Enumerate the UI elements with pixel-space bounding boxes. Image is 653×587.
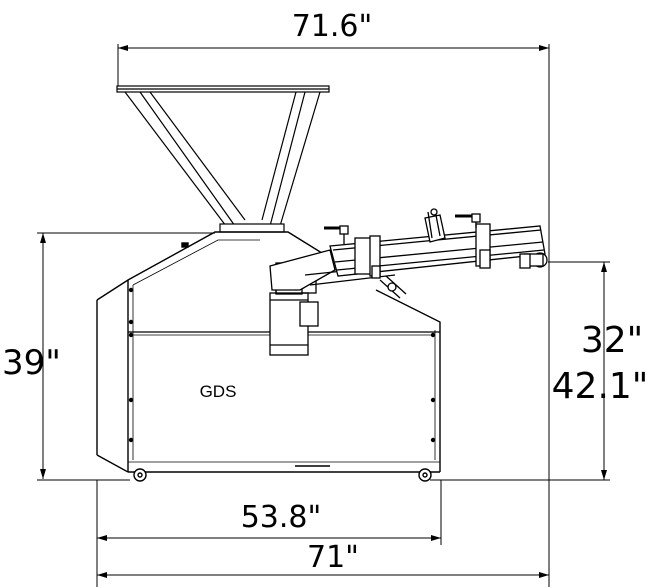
dim-base-width: 53.8" — [241, 500, 322, 535]
dim-overall-height: 42.1" — [552, 366, 649, 407]
hopper — [116, 85, 330, 233]
dim-conveyor-height: 32" — [581, 320, 643, 361]
dim-bottom-width: 71" — [307, 540, 359, 575]
dim-top-width: 71.6" — [292, 9, 373, 44]
machine-label: GDS — [200, 382, 237, 401]
dimension-arrows — [40, 45, 607, 578]
dim-height-left: 39" — [2, 343, 61, 383]
dimension-lines — [37, 44, 610, 587]
conveyor — [269, 208, 548, 299]
